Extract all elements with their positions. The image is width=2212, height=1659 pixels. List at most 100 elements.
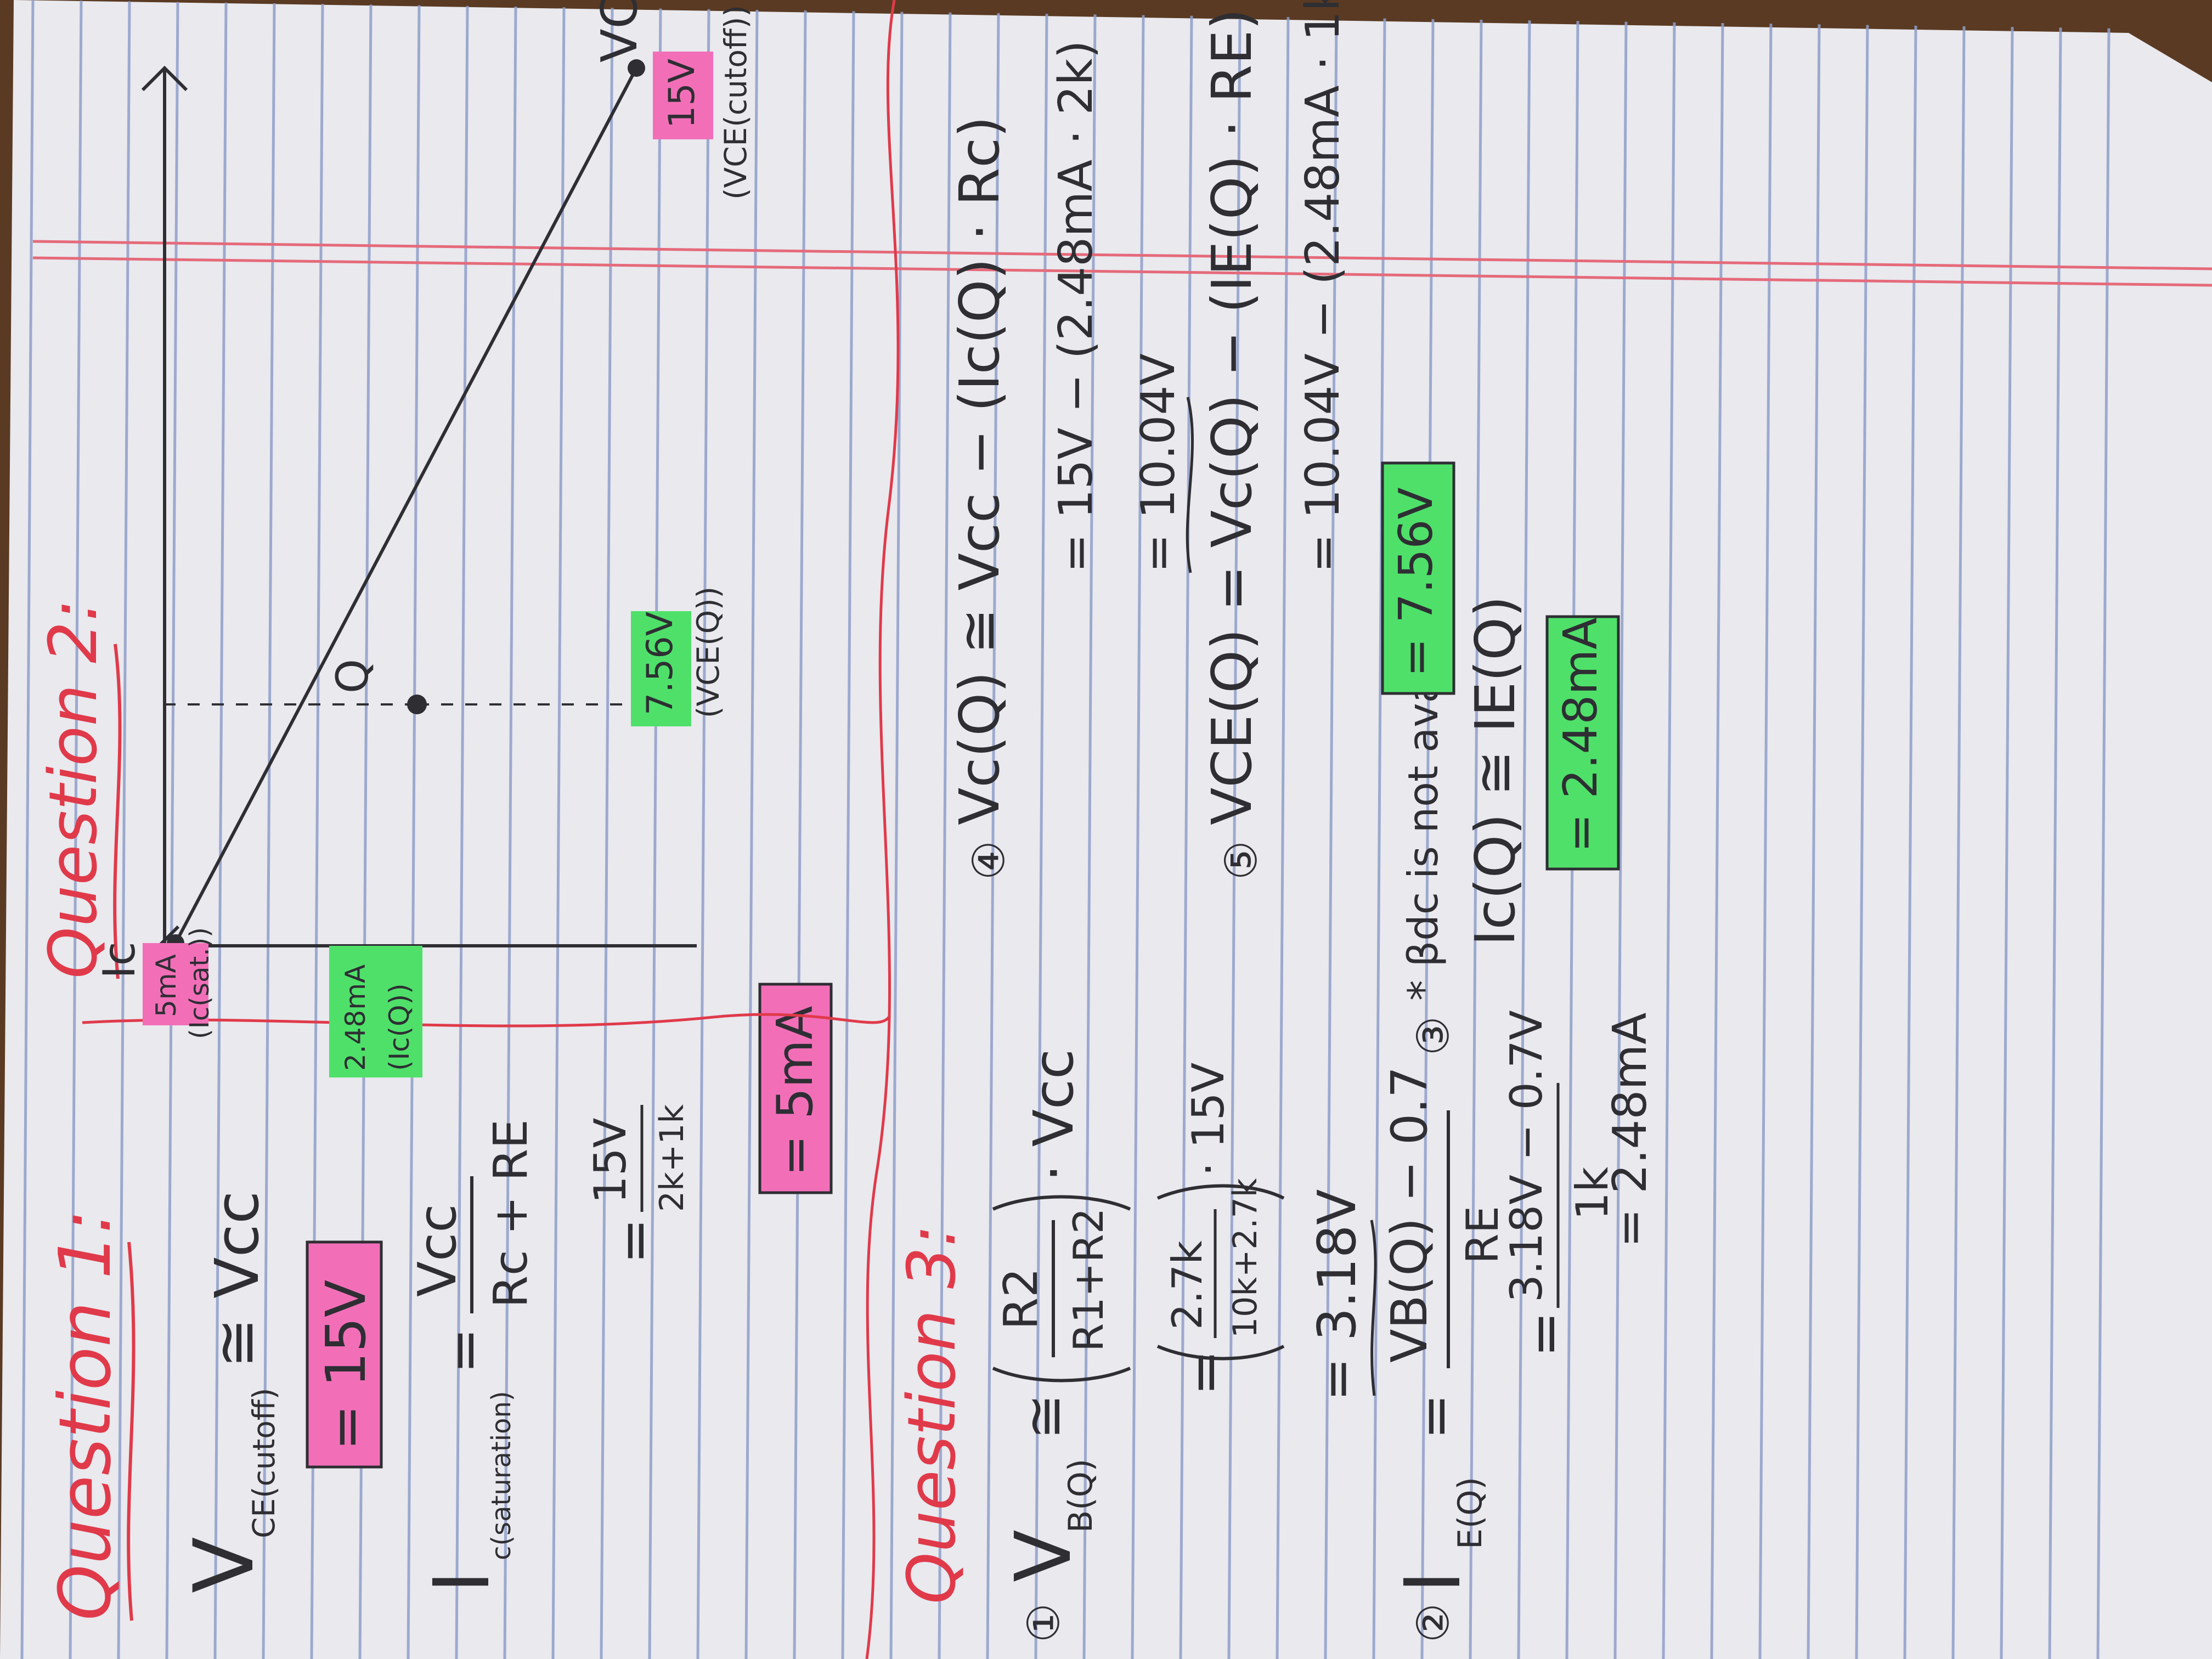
rule-line — [20, 0, 35, 1659]
q3-s1-lhs: V — [999, 1530, 1088, 1582]
q2-axis-x-label: VCE — [591, 0, 648, 63]
q2-icq-value: 2.48mA — [340, 964, 371, 1071]
rule-line — [1034, 14, 1048, 1659]
q2-vceq-name: (VCE(Q)) — [691, 586, 726, 718]
margin-lines — [32, 240, 2212, 287]
q3-s1-line2-tail: · 15V — [1183, 1062, 1234, 1176]
q3-s1-frac-num: R2 — [994, 1268, 1048, 1330]
question-2: Question 2: Ic VCE Q 5mA (Ic(sat.)) — [36, 0, 753, 1077]
q3-s2-line2-eq: = — [1513, 1311, 1577, 1357]
q2-icq-highlight — [329, 946, 422, 1077]
q2-vceq-value: 7.56V — [640, 612, 681, 715]
q3-s1-tail: · Vcc — [1022, 1049, 1086, 1182]
rule-line — [841, 11, 855, 1659]
rule-line — [1324, 18, 1338, 1659]
question-1: Question 1: V CE(cutoff) ≅ Vcc = 15V I c… — [43, 983, 833, 1621]
q3-s2-lhs: I — [1389, 1571, 1478, 1593]
q3-s3-highlight — [1545, 615, 1620, 871]
q3-s3-result: = 2.48mA — [1554, 618, 1608, 853]
q1-vce-cutoff-highlight — [306, 1240, 383, 1469]
q3-s5-number: ⑤ — [1216, 840, 1267, 880]
q1-ic-sat-sub: c(saturation) — [486, 1391, 517, 1560]
rule-line — [744, 9, 759, 1659]
rule-line — [2048, 27, 2062, 1659]
rule-line — [503, 6, 517, 1659]
rule-line — [986, 13, 1000, 1659]
q1-vce-cutoff-sub: CE(cutoff) — [246, 1388, 281, 1538]
q2-heading-underline — [113, 644, 122, 979]
q1-ic-sat-den: Rc + RE — [484, 1119, 538, 1308]
q3-s2-eq: = — [1403, 1393, 1467, 1440]
rule-line — [938, 12, 952, 1659]
q3-s1-line2-den: 10k+2.7k — [1226, 1178, 1265, 1338]
q3-s2-lhs-sub: E(Q) — [1451, 1477, 1489, 1549]
q1-vce-cutoff-result: = 15V — [314, 1280, 378, 1451]
rule-line — [648, 8, 662, 1659]
rule-line — [1903, 25, 1917, 1659]
q3-s4-eq: Vc(Q) ≅ Vcc − (Ic(Q) · Rc) — [947, 116, 1012, 825]
q2-x-axis-arrowhead — [141, 65, 188, 92]
q2-ic-sat-highlight — [143, 943, 208, 1025]
q3-s5-highlight — [1381, 461, 1455, 695]
rule-line — [165, 2, 179, 1659]
rule-line — [2000, 27, 2014, 1659]
rule-line — [1855, 25, 1869, 1659]
q2-axis-y-label: Ic — [94, 941, 145, 979]
rule-line — [1372, 18, 1386, 1659]
question-3: Question 3: ① V B(Q) ≅ R2 R1+R2 · Vcc = … — [894, 0, 1657, 1643]
q3-s1-line2-paren-right — [1156, 1184, 1285, 1200]
q2-icq-name: (Ic(Q)) — [383, 983, 415, 1071]
q1-ic-sat-step-den: 2k+1k — [653, 1104, 691, 1212]
q2-heading: Question 2: — [36, 599, 112, 979]
rule-line — [1517, 20, 1531, 1659]
rule-line — [793, 10, 807, 1659]
rule-line — [1807, 24, 1821, 1659]
q3-s2-number: ② — [1408, 1603, 1459, 1643]
rule-line — [262, 3, 276, 1659]
q3-s4-result: = 10.04V — [1131, 353, 1186, 573]
q3-s3-number: ③ — [1408, 1016, 1459, 1056]
rule-line — [69, 1, 83, 1659]
q3-s4-number: ④ — [963, 840, 1014, 880]
separator-q1-q2 — [82, 1013, 890, 1028]
rule-line — [1758, 24, 1773, 1659]
q3-s5-line2: = 10.04V − (2.48mA · 1k) — [1296, 0, 1350, 573]
q1-heading-underline — [127, 1242, 136, 1621]
q3-s4-line2: = 15V − (2.48mA · 2k) — [1049, 40, 1103, 573]
q3-s1-line2-num: 2.7k — [1163, 1240, 1211, 1330]
q3-s1-line2-paren-left — [1156, 1345, 1285, 1361]
q1-ic-sat-lhs: I — [417, 1571, 507, 1593]
rule-line — [213, 2, 228, 1659]
q3-s2-result: = 2.48mA — [1603, 1013, 1657, 1248]
q1-vce-cutoff-lhs: V — [177, 1537, 272, 1593]
rule-line — [117, 1, 131, 1659]
q1-ic-sat-step-num: 15V — [585, 1118, 636, 1204]
rule-line — [1662, 22, 1676, 1659]
q3-s1-result-underline — [1370, 1220, 1377, 1396]
q3-s1-result: = 3.18V — [1307, 1189, 1368, 1401]
q3-s2-frac-num: VB(Q) − 0.7 — [1381, 1066, 1438, 1363]
q3-s1-frac-den: R1+R2 — [1064, 1208, 1113, 1352]
q2-ic-sat-name: (Ic(sat.)) — [184, 927, 215, 1039]
rule-line — [455, 5, 469, 1659]
q3-heading: Question 3: — [894, 1224, 970, 1604]
q2-point-q-label: Q — [327, 659, 378, 693]
q3-s5-result: = 7.56V — [1389, 487, 1443, 677]
q3-s3-eq: Ic(Q) ≅ IE(Q) — [1463, 596, 1527, 946]
rule-line — [1179, 15, 1193, 1659]
q3-s5-eq: VCE(Q) = Vc(Q) − (IE(Q) · RE) — [1200, 9, 1264, 825]
rule-line — [1276, 17, 1290, 1659]
rule-line — [1420, 19, 1435, 1659]
q2-vce-cutoff-point — [628, 59, 645, 77]
q1-ic-sat-num: Vcc — [408, 1204, 468, 1297]
q3-s2-line2-num: 3.18V − 0.7V — [1501, 1010, 1552, 1302]
q2-load-line — [174, 67, 638, 944]
q2-vce-cutoff-value: 15V — [662, 59, 703, 128]
q2-ic-sat-value: 5mA — [150, 954, 182, 1017]
rule-line — [1131, 15, 1145, 1659]
rule-line — [1082, 14, 1097, 1659]
rule-line — [696, 9, 710, 1659]
q3-s2-line2-den: 1k — [1567, 1166, 1618, 1220]
